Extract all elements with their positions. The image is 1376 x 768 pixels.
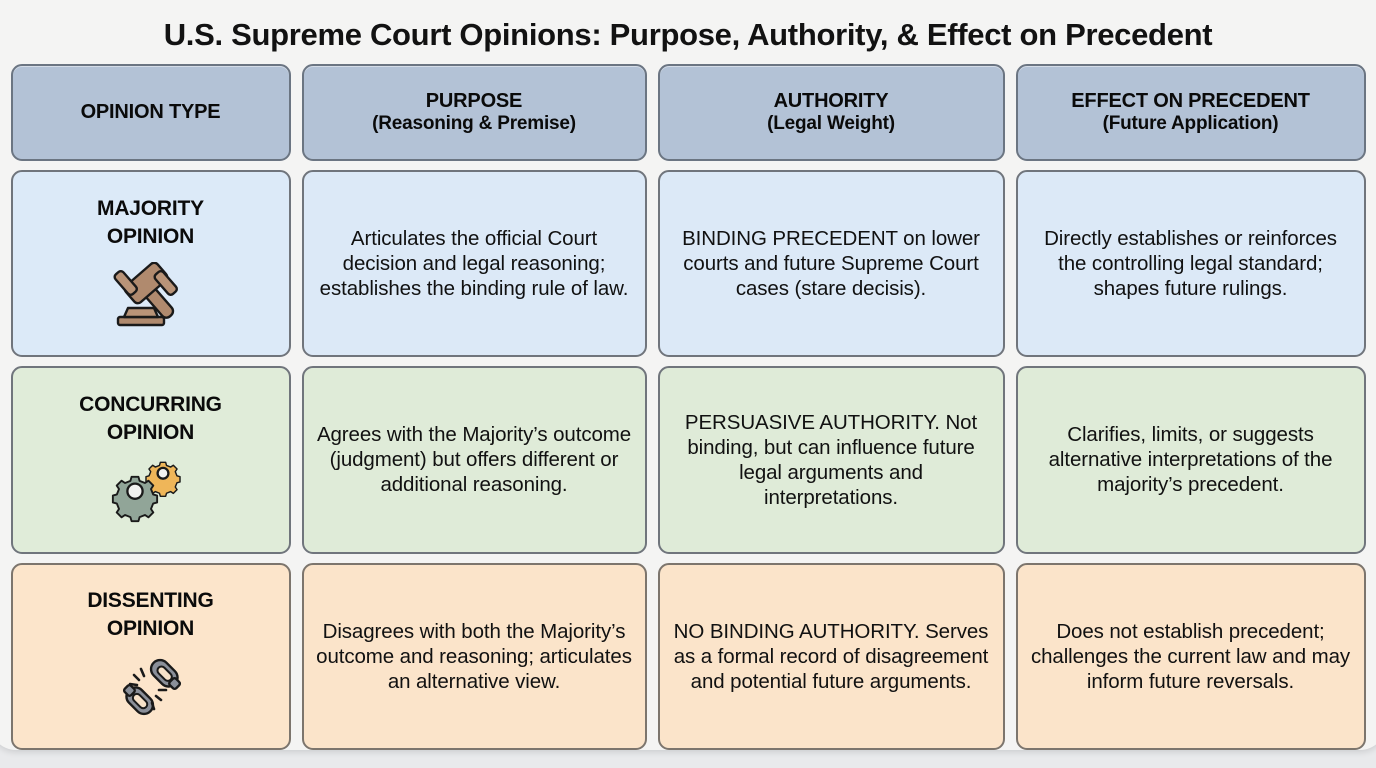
header-cell-authority: AUTHORITY (Legal Weight) xyxy=(657,64,1005,161)
row-label-line1: MAJORITY xyxy=(97,196,204,220)
cell-dissenting-effect: Does not establish precedent; challenges… xyxy=(1015,562,1366,750)
cell-dissenting-purpose: Disagrees with both the Majority’s outco… xyxy=(301,562,647,750)
header-sub-label: (Reasoning & Premise) xyxy=(372,113,576,135)
header-main-label: AUTHORITY xyxy=(773,89,889,112)
header-sub-label: (Legal Weight) xyxy=(767,113,895,135)
title-bar: U.S. Supreme Court Opinions: Purpose, Au… xyxy=(18,6,1358,64)
gavel-icon xyxy=(108,259,194,331)
row-label-line1: DISSENTING xyxy=(87,589,214,613)
row-label-line2: OPINION xyxy=(106,224,195,248)
cell-text: NO BINDING AUTHORITY. Serves as a formal… xyxy=(673,619,989,693)
cell-text: Agrees with the Majority’s outcome (judg… xyxy=(316,423,632,497)
cell-concurring-purpose: Agrees with the Majority’s outcome (judg… xyxy=(301,366,647,554)
cell-majority-authority: BINDING PRECEDENT on lower courts and fu… xyxy=(657,170,1005,358)
header-main-label: EFFECT ON PRECEDENT xyxy=(1071,89,1310,112)
header-cell-effect-on-precedent: EFFECT ON PRECEDENT (Future Application) xyxy=(1015,64,1366,161)
cell-text: BINDING PRECEDENT on lower courts and fu… xyxy=(682,227,980,301)
row-label-line2: OPINION xyxy=(106,420,195,444)
cell-text: Clarifies, limits, or suggests alternati… xyxy=(1048,423,1333,497)
broken-chain-icon xyxy=(108,651,194,723)
cell-text: Does not establish precedent; challenges… xyxy=(1030,619,1351,693)
cell-concurring-authority: PERSUASIVE AUTHORITY. Not binding, but c… xyxy=(657,366,1005,554)
header-main-label: OPINION TYPE xyxy=(80,101,221,124)
row-label-dissenting-opinion: DISSENTING OPINION xyxy=(10,562,291,750)
header-cell-opinion-type: OPINION TYPE xyxy=(10,64,291,161)
cell-text: PERSUASIVE AUTHORITY. Not binding, but c… xyxy=(684,410,978,509)
comparison-table: OPINION TYPE PURPOSE (Reasoning & Premis… xyxy=(10,64,1366,750)
cell-dissenting-authority: NO BINDING AUTHORITY. Serves as a formal… xyxy=(657,562,1005,750)
page-title: U.S. Supreme Court Opinions: Purpose, Au… xyxy=(163,17,1213,52)
cell-text: Articulates the official Court decision … xyxy=(319,227,629,301)
cell-concurring-effect: Clarifies, limits, or suggests alternati… xyxy=(1015,366,1366,554)
row-label-line1: CONCURRING xyxy=(79,393,222,417)
cell-text: Directly establishes or reinforces the c… xyxy=(1044,227,1337,301)
cell-majority-purpose: Articulates the official Court decision … xyxy=(301,170,647,358)
cell-majority-effect: Directly establishes or reinforces the c… xyxy=(1015,170,1366,358)
row-label-line2: OPINION xyxy=(106,617,195,641)
header-cell-purpose: PURPOSE (Reasoning & Premise) xyxy=(301,64,647,161)
header-sub-label: (Future Application) xyxy=(1102,113,1279,135)
header-main-label: PURPOSE xyxy=(425,89,523,112)
row-label-concurring-opinion: CONCURRING OPINION xyxy=(10,366,291,554)
cell-text: Disagrees with both the Majority’s outco… xyxy=(316,619,632,693)
row-label-majority-opinion: MAJORITY OPINION xyxy=(10,170,291,358)
gears-icon xyxy=(108,455,194,527)
